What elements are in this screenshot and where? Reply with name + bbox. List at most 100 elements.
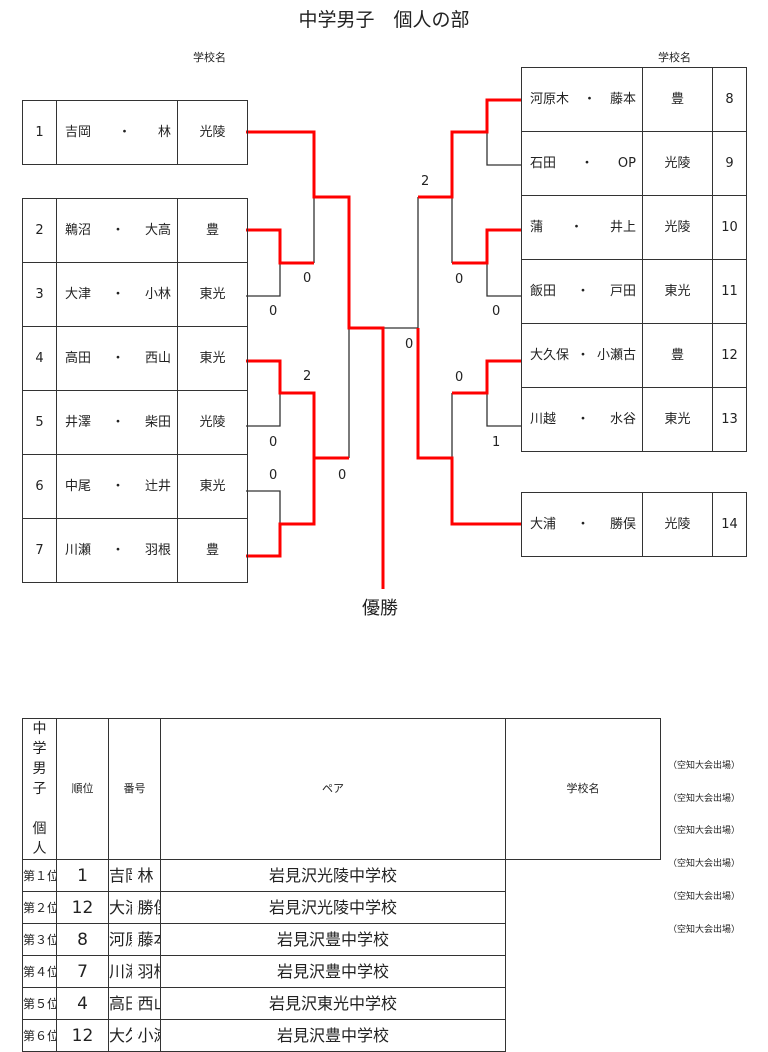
entry-school: 豊 (177, 518, 248, 583)
header-pair: ペア (160, 718, 506, 860)
right-school-header: 学校名 (658, 51, 691, 64)
result-row: 第２位 12 大浦 魁斗・勝俣 元翔 岩見沢光陵中学校 (22, 891, 661, 924)
results-side-label: 中学男子 個人 (22, 718, 57, 860)
rank: 第３位 (22, 923, 57, 956)
pair: 吉岡 陽生・林 慧 (109, 865, 160, 885)
entry-number: 3 (22, 262, 57, 327)
side-label-char: 中 (32, 721, 47, 737)
school: 岩見沢光陵中学校 (160, 859, 506, 892)
entry-pair: 吉岡・林 (65, 124, 171, 140)
entry-school: 東光 (642, 387, 713, 452)
side-label-char (24, 799, 56, 819)
score: 2 (421, 174, 430, 189)
result-row: 第６位 12 大久保俊輔・小瀬古 奏 岩見沢豊中学校 (22, 1019, 661, 1052)
result-note: （空知大会出場） (668, 761, 741, 771)
score: 0 (303, 271, 312, 286)
entry-number: 8 (712, 67, 747, 132)
page: 中学男子 個人の部 学校名 学校名 (22, 9, 747, 1052)
side-label-char: 個 (32, 821, 47, 837)
number: 12 (56, 1019, 109, 1052)
entry-pair: 川越・水谷 (530, 411, 636, 427)
left-entry-table-1: 1 吉岡・林 光陵 (22, 100, 248, 165)
result-note: （空知大会出場） (668, 891, 741, 902)
score: 0 (492, 304, 501, 319)
entry-pair: 高田・西山 (65, 350, 171, 366)
result-note: （空知大会出場） (668, 924, 741, 935)
results-table: 中学男子 個人 順位 番号 ペア 学校名 第１位 1 吉岡 陽生・林 慧 岩見沢… (22, 718, 661, 1052)
entry-school: 豊 (642, 67, 713, 132)
number: 1 (56, 859, 109, 892)
entry-number: 6 (22, 454, 57, 519)
rank: 第４位 (22, 955, 57, 988)
score: 1 (492, 435, 501, 450)
entry-school: 光陵 (177, 390, 248, 455)
result-note: （空知大会出場） (668, 859, 741, 870)
page-title: 中学男子 個人の部 (298, 9, 470, 31)
entry-pair: 中尾・辻井 (65, 478, 171, 494)
school: 岩見沢光陵中学校 (160, 891, 506, 924)
entry-number: 5 (22, 390, 57, 455)
result-row: 第１位 1 吉岡 陽生・林 慧 岩見沢光陵中学校 (22, 859, 661, 892)
entry-pair: 大津・小林 (65, 286, 171, 302)
number: 4 (56, 987, 109, 1020)
side-label-char: 人 (32, 841, 47, 857)
header-school: 学校名 (505, 718, 661, 860)
entry-pair: 大浦・勝俣 (530, 516, 636, 532)
score: 0 (455, 272, 464, 287)
score: 0 (269, 304, 278, 319)
entry-school: 光陵 (177, 100, 248, 165)
school: 岩見沢豊中学校 (160, 955, 506, 988)
side-label-char: 学 (32, 741, 47, 757)
entry-school: 光陵 (642, 195, 713, 260)
entry-school: 光陵 (642, 131, 713, 196)
entry-number: 12 (712, 323, 747, 388)
score: 0 (405, 337, 414, 352)
entry-number: 13 (712, 387, 747, 452)
school: 岩見沢豊中学校 (160, 1019, 506, 1052)
rank: 第１位 (22, 859, 57, 892)
result-row: 第３位 8 河原木隆楓・藤本 翔 岩見沢豊中学校 (22, 923, 661, 956)
entry-school: 豊 (642, 323, 713, 388)
entry-number: 9 (712, 131, 747, 196)
header-number: 番号 (108, 718, 161, 860)
result-note: （空知大会出場） (668, 826, 741, 837)
entry-number: 10 (712, 195, 747, 260)
entry-pair: 飯田・戸田 (530, 283, 636, 299)
entry-pair: 大久保・小瀬古 (530, 347, 636, 363)
entry-number: 4 (22, 326, 57, 391)
bracket-lines (246, 98, 521, 589)
entry-row: 3 大津・小林東光 (22, 262, 248, 327)
side-label-char: 男 (32, 761, 47, 777)
pair: 高田 藍玖・西山 旺伽 (109, 993, 160, 1013)
score: 2 (303, 369, 312, 384)
result-row: 第４位 7 川瀬 皓己・羽根 大雅 岩見沢豊中学校 (22, 955, 661, 988)
pair: 大久保俊輔・小瀬古 奏 (109, 1025, 160, 1045)
entry-number: 1 (22, 100, 57, 165)
score: 0 (269, 468, 278, 483)
number: 8 (56, 923, 109, 956)
result-note: （空知大会出場） (668, 793, 741, 804)
entry-number: 14 (712, 492, 747, 557)
number: 7 (56, 955, 109, 988)
entry-row: 2 鵜沼・大高豊 (22, 198, 248, 263)
entry-pair: 河原木・藤本 (530, 91, 636, 107)
entry-number: 2 (22, 198, 57, 263)
result-row: 第５位 4 高田 藍玖・西山 旺伽 岩見沢東光中学校 (22, 987, 661, 1020)
entry-row: 1 吉岡・林 光陵 (22, 100, 248, 165)
entry-pair: 鵜沼・大高 (65, 222, 171, 238)
school: 岩見沢東光中学校 (160, 987, 506, 1020)
left-school-header: 学校名 (193, 51, 226, 64)
number: 12 (56, 891, 109, 924)
entry-school: 豊 (177, 198, 248, 263)
entry-school: 東光 (177, 262, 248, 327)
